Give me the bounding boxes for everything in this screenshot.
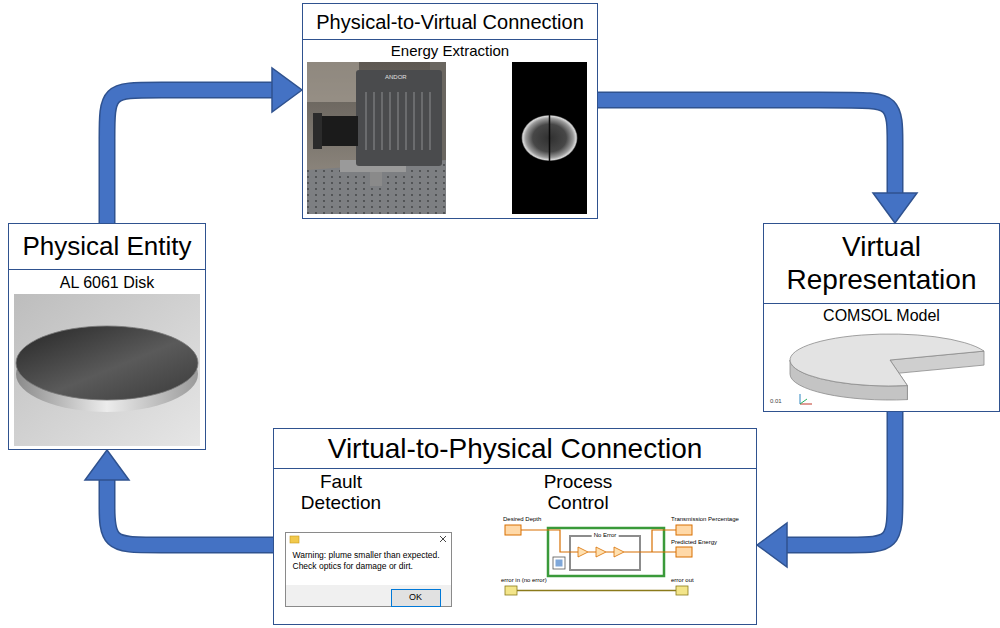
arrow-shaft	[107, 478, 273, 545]
plume-glow	[522, 115, 578, 161]
dialog-window	[286, 533, 452, 607]
plume-image	[512, 62, 587, 214]
error-indicator	[676, 586, 688, 595]
subvi-icon-fill	[556, 560, 563, 567]
arrow-shaft	[107, 90, 274, 223]
camera-fin	[421, 92, 423, 150]
flow-arrow	[598, 100, 917, 223]
box-heading: Physical Entity	[9, 224, 205, 270]
camera-photo-ground	[307, 62, 446, 214]
case-selector: No Error	[592, 532, 619, 539]
lab-shelf	[307, 62, 359, 102]
arrowhead	[757, 523, 787, 567]
entity-box: Physical Entity AL 6061 Disk	[8, 223, 206, 450]
box-subheading: Energy Extraction	[303, 42, 597, 60]
box-subheading: Process Control	[523, 472, 633, 514]
numeric-control	[505, 525, 521, 535]
case-structure	[570, 536, 640, 570]
box-heading: Physical-to-Virtual Connection	[303, 4, 597, 40]
camera-fins	[366, 92, 430, 150]
error-control	[505, 586, 517, 595]
arrow-shaft	[598, 100, 895, 195]
camera-body	[356, 70, 442, 166]
button-label: OK	[392, 590, 440, 606]
multiply-node	[614, 547, 624, 557]
arrow-shaft-outline	[107, 90, 274, 223]
axis-value: 0.01	[770, 398, 782, 405]
axis-z	[800, 394, 801, 404]
camera-fin	[365, 92, 367, 150]
error-wire	[517, 590, 676, 592]
flow-arrow	[757, 412, 895, 567]
indicator-label: Transmission Percentage	[671, 516, 739, 523]
connection-box: Physical-to-Virtual ConnectionEnergy Ext…	[302, 3, 598, 219]
axis-y	[800, 399, 807, 404]
block-diagram-ground	[500, 513, 703, 597]
numeric-wire	[588, 530, 676, 552]
camera-lens	[320, 116, 358, 146]
control-label: error in (no error)	[501, 577, 547, 584]
arrow-shaft	[785, 412, 895, 545]
multiply-node	[596, 547, 606, 557]
subvi-icon	[553, 557, 565, 569]
control-label: Desired Depth	[503, 516, 541, 523]
warning-dialog: OK Warning: plume smaller than expected. …	[285, 532, 452, 607]
flow-arrow	[85, 450, 273, 545]
arrowhead	[873, 193, 917, 223]
box-heading: Virtual Representation	[764, 224, 999, 304]
flow-arrow	[107, 68, 302, 223]
plume-split	[549, 115, 551, 161]
arrow-shaft-outline	[598, 100, 895, 195]
close-cross	[440, 536, 446, 542]
camera-fin	[389, 92, 391, 150]
brand-mark: ANDOR	[385, 74, 407, 81]
optical-table-holes	[307, 160, 446, 214]
camera-fin	[413, 92, 415, 150]
box-heading: Virtual-to-Physical Connection	[274, 429, 756, 469]
model-top	[790, 334, 984, 386]
lens-ring	[313, 113, 322, 149]
arrowhead	[85, 450, 129, 480]
box-subheading: AL 6061 Disk	[9, 273, 205, 292]
camera-fin	[397, 92, 399, 150]
camera-post	[370, 172, 382, 186]
optical-table	[307, 160, 446, 214]
disk-face	[16, 326, 198, 400]
dialog-button-band	[286, 585, 451, 607]
multiply-node	[578, 547, 588, 557]
ok-button: OK	[391, 589, 441, 607]
connection-box: OK Warning: plume smaller than expected. …	[273, 428, 757, 625]
dialog-message: Warning: plume smaller than expected. Ch…	[293, 550, 448, 572]
indicator-label: Predicted Energy	[671, 539, 717, 546]
arrowhead	[272, 68, 302, 112]
arrow-shaft-outline	[785, 412, 895, 545]
numeric-wire	[521, 530, 578, 552]
box-subheading: COMSOL Model	[764, 306, 999, 325]
box-subheading: Fault Detection	[286, 472, 396, 514]
close-cross	[440, 536, 446, 542]
camera-fin	[373, 92, 375, 150]
camera-fin	[429, 92, 431, 150]
model-box: Virtual RepresentationCOMSOL Model	[763, 223, 1000, 412]
numeric-indicator	[676, 525, 692, 535]
camera-fin	[381, 92, 383, 150]
numeric-indicator	[676, 547, 692, 557]
camera-fin	[405, 92, 407, 150]
dialog-icon	[290, 536, 299, 543]
axis-x	[800, 404, 812, 405]
indicator-label: error out	[671, 577, 694, 584]
disk-photo-ground	[14, 294, 200, 446]
arrow-shaft-outline	[107, 478, 273, 545]
